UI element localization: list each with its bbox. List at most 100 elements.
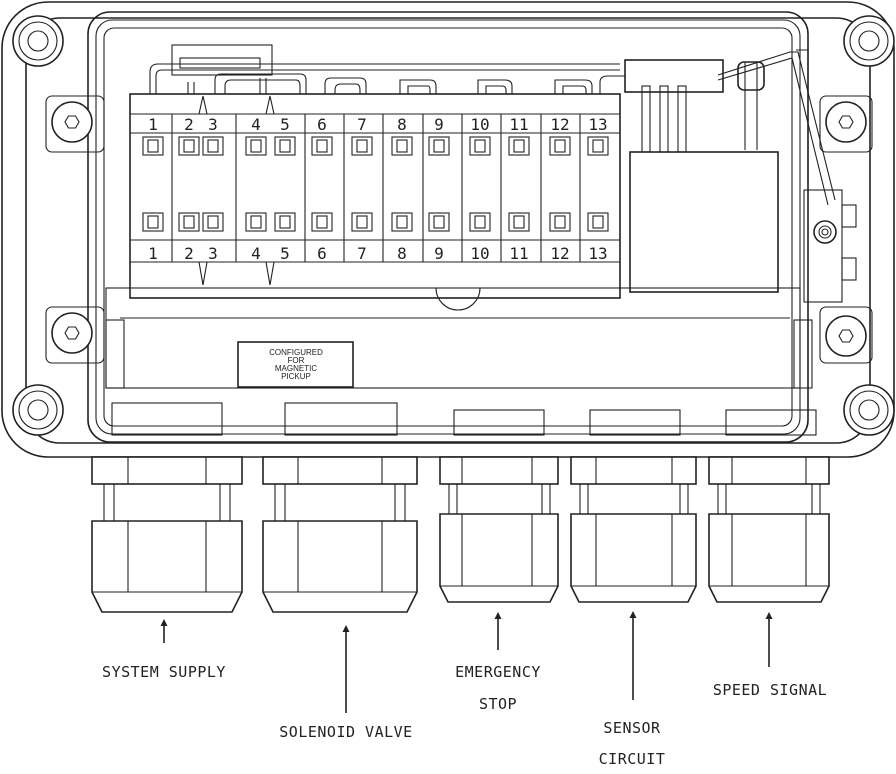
terminal-clamp [351, 212, 373, 232]
relay-cap [624, 59, 724, 93]
relay-body [629, 151, 779, 293]
mounting-plate-notch [435, 287, 481, 311]
terminal-number-bottom: 11 [509, 244, 528, 263]
callout-leaders [160, 611, 773, 713]
terminal-clamp [587, 212, 609, 232]
terminal-clamp [202, 136, 224, 156]
terminal-number-bottom: 3 [208, 244, 218, 263]
relay-module [624, 49, 836, 293]
config-label-line: MAGNETIC [275, 364, 317, 373]
terminal-number-bottom: 6 [317, 244, 327, 263]
callout-speed-signal: SPEED SIGNAL [713, 681, 827, 699]
terminal-number-bottom: 1 [148, 244, 158, 263]
callout-emergency-stop-line2: STOP [479, 695, 517, 713]
terminal-clamp [351, 136, 373, 156]
terminal-number-top: 3 [208, 115, 218, 134]
terminal-clamp [178, 136, 200, 156]
hex-screw-top-left [51, 101, 93, 143]
terminal-number-top: 8 [397, 115, 407, 134]
terminal-number-bottom: 13 [588, 244, 607, 263]
enclosure-inner-rim [87, 11, 809, 443]
side-connector-screw [813, 220, 837, 244]
callout-sensor-circuit-line1: SENSOR [603, 719, 661, 737]
mount-boss-top-right [819, 95, 873, 153]
callout-system-supply: SYSTEM SUPPLY [102, 663, 226, 681]
corner-screw-top-right [843, 15, 895, 67]
terminal-clamp [549, 212, 571, 232]
terminal-clamp [549, 136, 571, 156]
terminal-number-top: 12 [550, 115, 569, 134]
terminal-clamp [469, 136, 491, 156]
terminal-number-bottom: 7 [357, 244, 367, 263]
cable-gland-system-supply [91, 456, 243, 613]
entry-cutouts [111, 402, 817, 436]
callout-solenoid-valve: SOLENOID VALVE [279, 723, 412, 741]
hex-screw-top-right [825, 101, 867, 143]
terminal-number-bottom: 5 [280, 244, 290, 263]
corner-screw-top-left [12, 15, 64, 67]
terminal-number-bottom: 4 [251, 244, 261, 263]
terminal-clamp [428, 212, 450, 232]
terminal-number-top: 2 [184, 115, 194, 134]
config-label-box [237, 341, 354, 388]
terminal-clamp [508, 136, 530, 156]
terminal-clamp [274, 136, 296, 156]
terminal-clamp [274, 212, 296, 232]
terminal-number-top: 1 [148, 115, 158, 134]
din-rail [129, 93, 621, 299]
terminal-number-top: 5 [280, 115, 290, 134]
corner-screw-bottom-left [12, 384, 64, 436]
side-connector-body [803, 189, 843, 303]
terminal-clamp [142, 136, 164, 156]
terminal-clamp [202, 212, 224, 232]
config-label-line: PICKUP [281, 372, 311, 381]
terminal-number-bottom: 8 [397, 244, 407, 263]
hex-screw-bottom-right [825, 315, 867, 357]
terminal-clamp [428, 136, 450, 156]
terminal-number-bottom: 2 [184, 244, 194, 263]
cable-gland-speed-signal [708, 456, 830, 603]
config-label-line: CONFIGURED [269, 348, 323, 357]
terminal-clamp [178, 212, 200, 232]
cable-glands [91, 456, 830, 613]
terminal-number-top: 9 [434, 115, 444, 134]
terminal-number-top: 6 [317, 115, 327, 134]
enclosure-inner-wall [95, 19, 801, 435]
terminal-clamp [311, 136, 333, 156]
terminal-number-bottom: 10 [470, 244, 489, 263]
terminal-number-top: 7 [357, 115, 367, 134]
hex-screw-bottom-left [51, 312, 93, 354]
terminal-clamp [469, 212, 491, 232]
terminal-clamp [142, 212, 164, 232]
cable-gland-solenoid-valve [262, 456, 418, 613]
corner-screw-bottom-right [843, 384, 895, 436]
terminal-clamp [508, 212, 530, 232]
terminal-number-top: 13 [588, 115, 607, 134]
callout-labels: SYSTEM SUPPLY SOLENOID VALVE EMERGENCY S… [102, 663, 827, 768]
callout-sensor-circuit-line2: CIRCUIT [599, 750, 666, 768]
terminal-clamp [391, 212, 413, 232]
inner-screws [45, 95, 873, 364]
mount-boss-bottom-right [819, 306, 873, 364]
terminal-number-bottom: 9 [434, 244, 444, 263]
corner-screws [12, 15, 895, 436]
terminal-clamp [391, 136, 413, 156]
terminal-number-top: 4 [251, 115, 261, 134]
cable-gland-emergency-stop [439, 456, 559, 603]
enclosure-cavity [103, 27, 793, 427]
mounting-plate: CONFIGURED FOR MAGNETIC PICKUP [105, 287, 813, 389]
terminal-number-top: 11 [509, 115, 528, 134]
cable-gland-sensor-circuit [570, 456, 697, 603]
terminal-number-bottom: 12 [550, 244, 569, 263]
enclosure-lid-rim [25, 17, 871, 444]
terminal-clamp [311, 212, 333, 232]
terminal-number-top: 10 [470, 115, 489, 134]
config-label-line: FOR [288, 356, 305, 365]
callout-emergency-stop-line1: EMERGENCY [455, 663, 541, 681]
terminal-clamp [245, 136, 267, 156]
terminal-clamp [245, 212, 267, 232]
